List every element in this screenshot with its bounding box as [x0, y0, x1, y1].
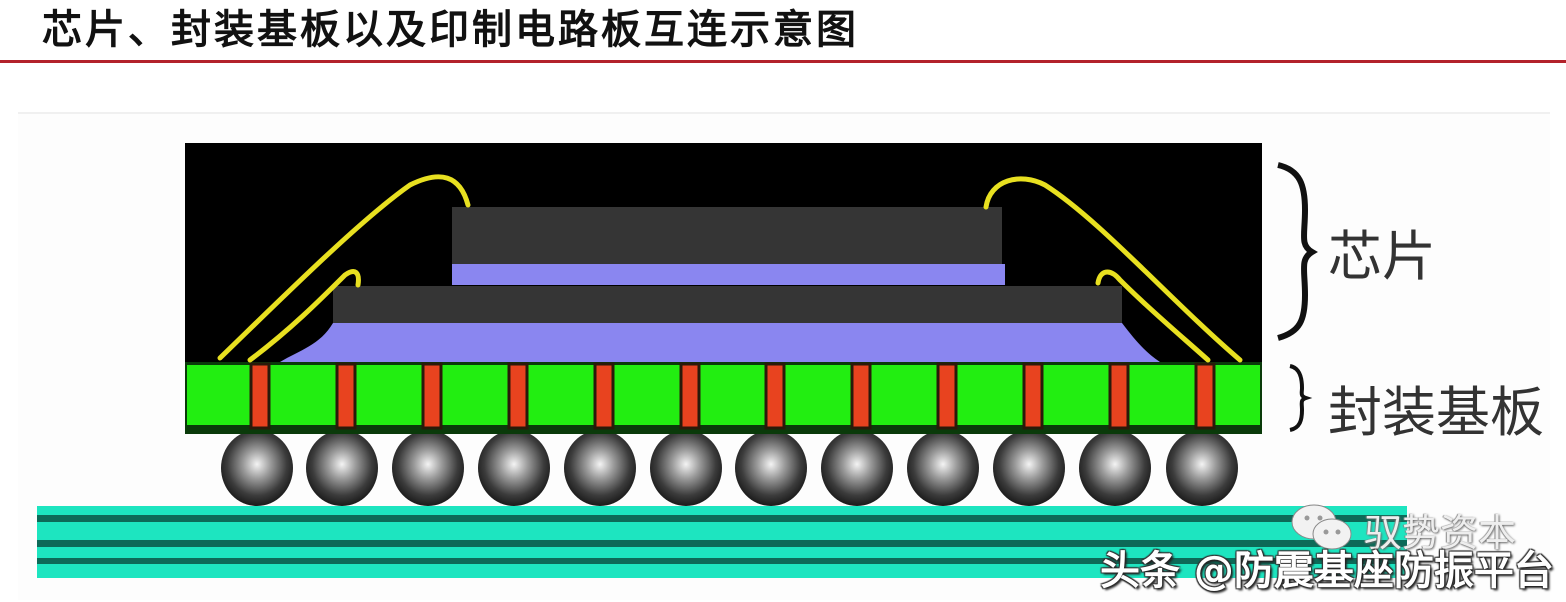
substrate-label: 封装基板 [1328, 381, 1544, 444]
bond-wires [217, 174, 1243, 363]
upper-die [452, 207, 1002, 264]
substrate-brace-icon [1289, 364, 1313, 432]
package-substrate [185, 362, 1262, 434]
page-title: 芯片、封装基板以及印制电路板互连示意图 [42, 6, 859, 53]
substrate-vias [249, 362, 1216, 430]
title-divider [0, 60, 1566, 63]
toutiao-watermark: 头条 @防震基座防振平台 [1100, 548, 1554, 594]
wechat-icon [1291, 504, 1352, 550]
pcb-board [37, 506, 1407, 578]
lower-die [333, 286, 1122, 323]
wechat-watermark: 驭势资本 [1364, 511, 1517, 555]
solder-balls [221, 430, 1238, 506]
lower-die-attach [280, 323, 1160, 362]
chip-label: 芯片 [1328, 225, 1436, 288]
chip-brace-icon [1277, 162, 1318, 341]
upper-die-attach [452, 264, 1005, 285]
